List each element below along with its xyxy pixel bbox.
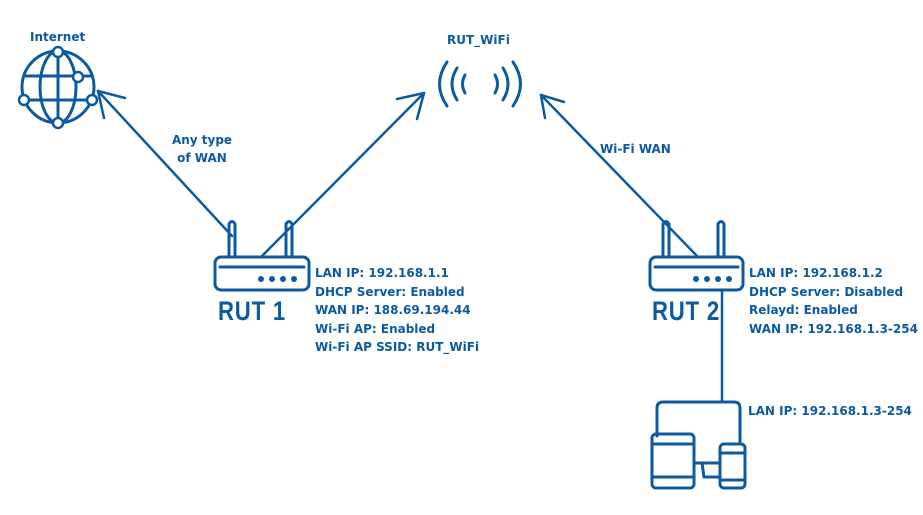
edge-label-line: of WAN	[177, 151, 227, 165]
info-line: LAN IP: 192.168.1.2	[749, 266, 883, 280]
info-line: LAN IP: 192.168.1.3-254	[748, 404, 912, 418]
internet-label: Internet	[30, 30, 86, 44]
info-line: LAN IP: 192.168.1.1	[315, 266, 449, 280]
arrow-rut2-to-wifi	[539, 93, 699, 258]
info-line: DHCP Server: Enabled	[315, 284, 465, 299]
arrow-rut1-to-wifi	[260, 91, 426, 258]
rut1-title: RUT 1	[218, 296, 287, 326]
edge-label-line: Any type	[171, 133, 233, 147]
rut1-info: LAN IP: 192.168.1.1 DHCP Server: Enabled…	[315, 264, 479, 357]
router-icon	[648, 220, 745, 292]
devices-info: LAN IP: 192.168.1.3-254	[748, 402, 912, 421]
info-line: WAN IP: 188.69.194.44	[315, 303, 471, 317]
router-icon	[213, 220, 311, 292]
rut2-title: RUT 2	[652, 296, 721, 326]
devices-icon	[650, 400, 747, 490]
wifi-ssid-label: RUT_WiFi	[447, 33, 510, 47]
edge-label-any-wan: Any type of WAN	[166, 131, 238, 167]
info-line: Wi-Fi AP SSID: RUT_WiFi	[315, 340, 480, 354]
info-line: DHCP Server: Disabled	[749, 284, 904, 299]
arrow-rut1-to-internet	[96, 89, 234, 238]
info-line: Wi-Fi AP: Enabled	[315, 321, 436, 336]
edge-label-wifi-wan: Wi-Fi WAN	[600, 142, 671, 156]
rut2-info: LAN IP: 192.168.1.2 DHCP Server: Disable…	[749, 264, 918, 338]
globe-icon	[17, 45, 99, 130]
info-line: Relayd: Enabled	[749, 303, 858, 317]
info-line: WAN IP: 192.168.1.3-254	[749, 321, 918, 336]
wifi-signal-icon	[438, 60, 522, 108]
